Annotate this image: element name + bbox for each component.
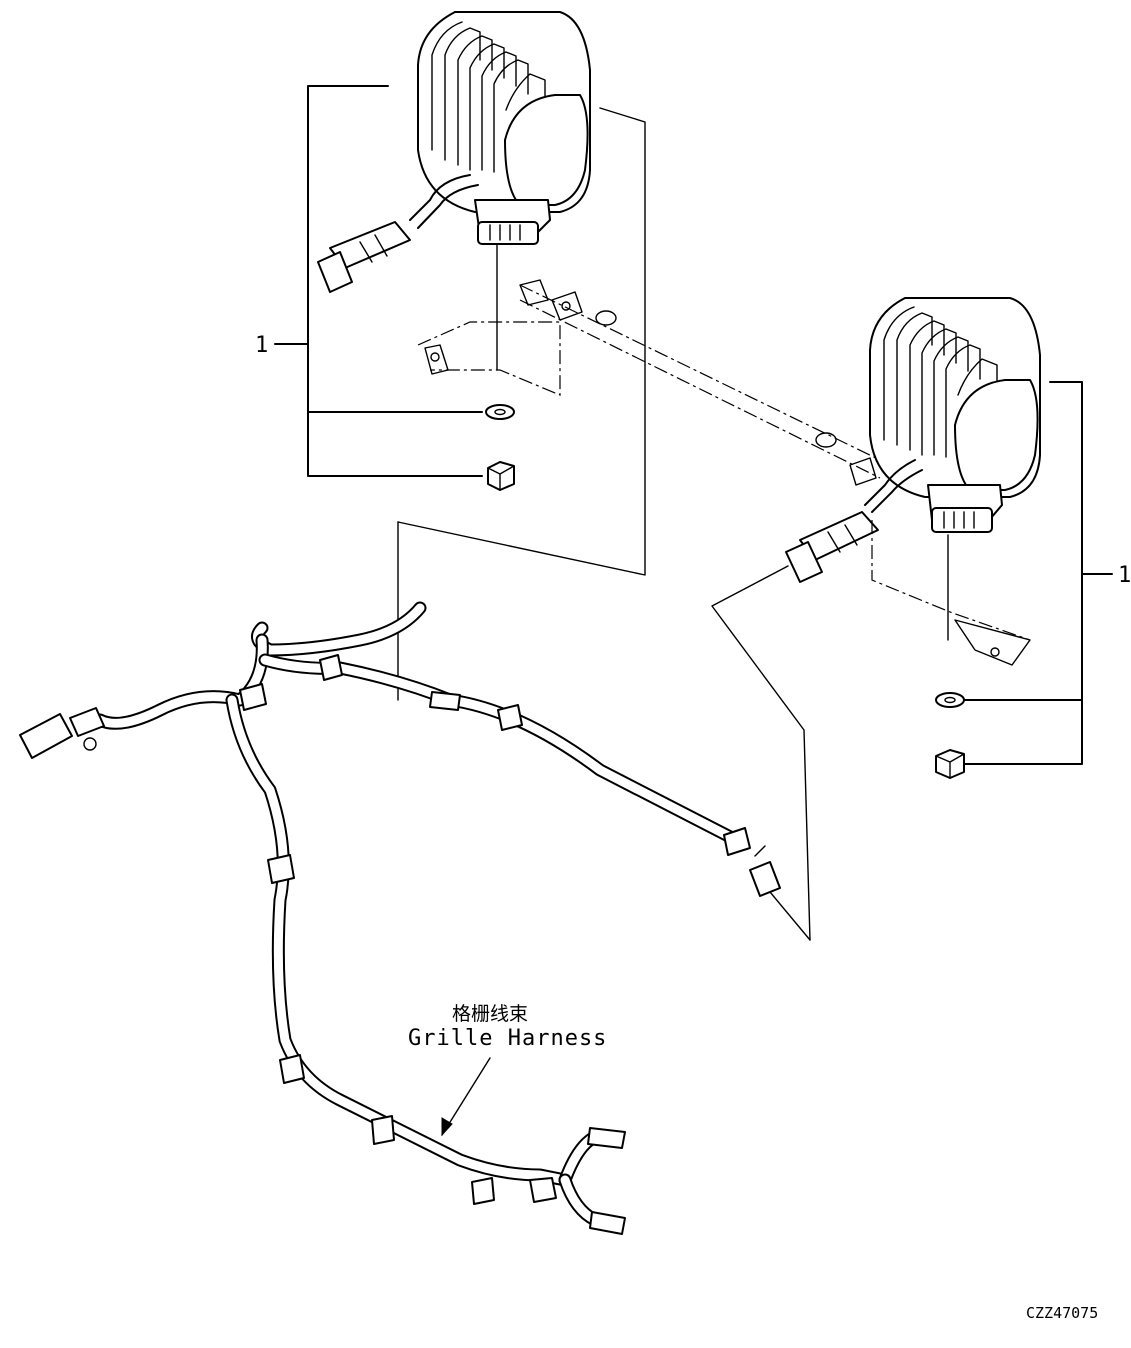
left-lamp-leader — [397, 107, 646, 701]
right-work-lamp[interactable] — [785, 297, 1041, 641]
grille-harness[interactable] — [19, 601, 781, 1235]
left-washer[interactable] — [485, 404, 515, 420]
harness-label: 格栅线束 Grille Harness — [408, 1003, 607, 1137]
right-washer[interactable] — [935, 692, 965, 708]
right-mount-bracket — [871, 520, 1031, 666]
left-lamp-item-number: 1 — [255, 333, 268, 358]
drawing-code: CZZ47075 — [1026, 1304, 1098, 1322]
left-mount-bracket — [417, 321, 561, 396]
right-lamp-item-number: 1 — [1118, 563, 1131, 588]
harness-label-chinese: 格栅线束 — [452, 1003, 528, 1025]
harness-label-english: Grille Harness — [408, 1026, 607, 1051]
left-work-lamp[interactable] — [317, 11, 591, 371]
right-callout-bracket: 1 — [961, 381, 1131, 765]
left-nut[interactable] — [487, 461, 515, 491]
right-nut[interactable] — [935, 749, 965, 779]
cross-bar — [519, 279, 881, 486]
left-callout-bracket: 1 — [255, 85, 483, 477]
